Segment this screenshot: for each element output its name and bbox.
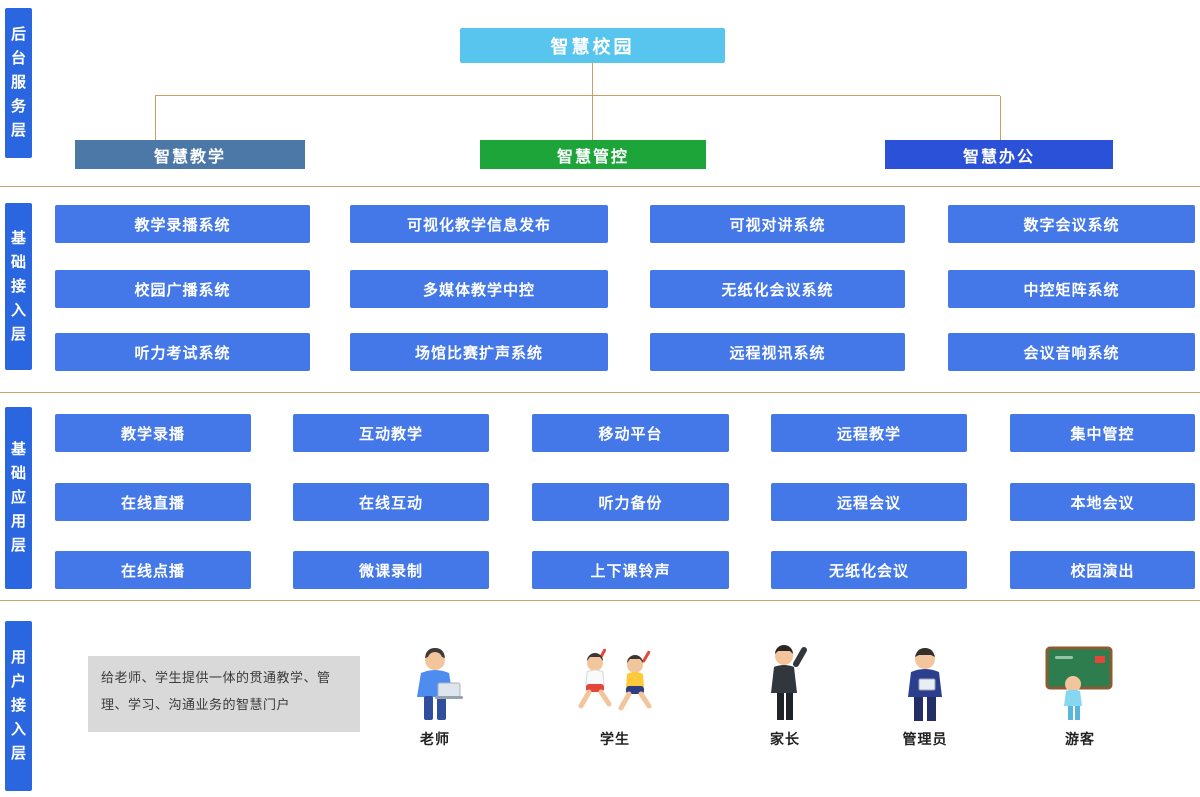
layer-divider — [0, 600, 1200, 601]
application-node: 在线互动 — [293, 483, 489, 521]
persona-label: 老师 — [420, 731, 450, 747]
category-smart-office: 智慧办公 — [885, 140, 1113, 169]
parent-icon — [762, 644, 808, 722]
access-node: 听力考试系统 — [55, 333, 310, 371]
persona-visitor: 游客 — [1025, 644, 1135, 749]
access-node: 多媒体教学中控 — [350, 270, 608, 308]
persona-parent: 家长 — [730, 644, 840, 749]
visitor-icon — [1041, 644, 1119, 722]
layer-label-user-access: 用户接入层 — [5, 621, 32, 791]
application-node: 本地会议 — [1010, 483, 1195, 521]
students-icon — [571, 644, 659, 722]
connector-line — [592, 96, 593, 140]
persona-students: 学生 — [560, 644, 670, 749]
teacher-icon — [405, 644, 465, 722]
application-node: 校园演出 — [1010, 551, 1195, 589]
application-node: 上下课铃声 — [532, 551, 729, 589]
application-node: 远程教学 — [771, 414, 967, 452]
layer-label-backend-service: 后台服务层 — [5, 8, 32, 158]
connector-line — [592, 63, 593, 95]
application-node: 远程会议 — [771, 483, 967, 521]
persona-label: 学生 — [600, 731, 630, 747]
application-node: 无纸化会议 — [771, 551, 967, 589]
category-smart-control: 智慧管控 — [480, 140, 706, 169]
connector-line — [1000, 96, 1001, 140]
persona-label: 管理员 — [902, 731, 948, 747]
user-portal-description: 给老师、学生提供一体的贯通教学、管理、学习、沟通业务的智慧门户 — [88, 656, 360, 732]
persona-label: 家长 — [770, 731, 800, 747]
application-node: 在线直播 — [55, 483, 251, 521]
application-node: 互动教学 — [293, 414, 489, 452]
access-node: 无纸化会议系统 — [650, 270, 905, 308]
application-node: 微课录制 — [293, 551, 489, 589]
category-smart-teaching: 智慧教学 — [75, 140, 305, 169]
persona-teacher: 老师 — [380, 644, 490, 749]
application-node: 教学录播 — [55, 414, 251, 452]
access-node: 场馆比赛扩声系统 — [350, 333, 608, 371]
access-node: 可视对讲系统 — [650, 205, 905, 243]
access-node: 会议音响系统 — [948, 333, 1195, 371]
connector-line — [155, 96, 156, 140]
access-node: 中控矩阵系统 — [948, 270, 1195, 308]
application-node: 在线点播 — [55, 551, 251, 589]
layer-divider — [0, 186, 1200, 187]
access-node: 教学录播系统 — [55, 205, 310, 243]
application-node: 听力备份 — [532, 483, 729, 521]
connector-line — [155, 95, 1000, 96]
access-node: 数字会议系统 — [948, 205, 1195, 243]
access-node: 远程视讯系统 — [650, 333, 905, 371]
persona-administrator: 管理员 — [870, 644, 980, 749]
administrator-icon — [897, 644, 953, 722]
root-node-smart-campus: 智慧校园 — [460, 28, 725, 63]
layer-divider — [0, 392, 1200, 393]
application-node: 移动平台 — [532, 414, 729, 452]
access-node: 校园广播系统 — [55, 270, 310, 308]
application-node: 集中管控 — [1010, 414, 1195, 452]
persona-label: 游客 — [1065, 731, 1095, 747]
access-node: 可视化教学信息发布 — [350, 205, 608, 243]
layer-label-basic-application: 基础应用层 — [5, 407, 32, 589]
layer-label-basic-access: 基础接入层 — [5, 203, 32, 370]
